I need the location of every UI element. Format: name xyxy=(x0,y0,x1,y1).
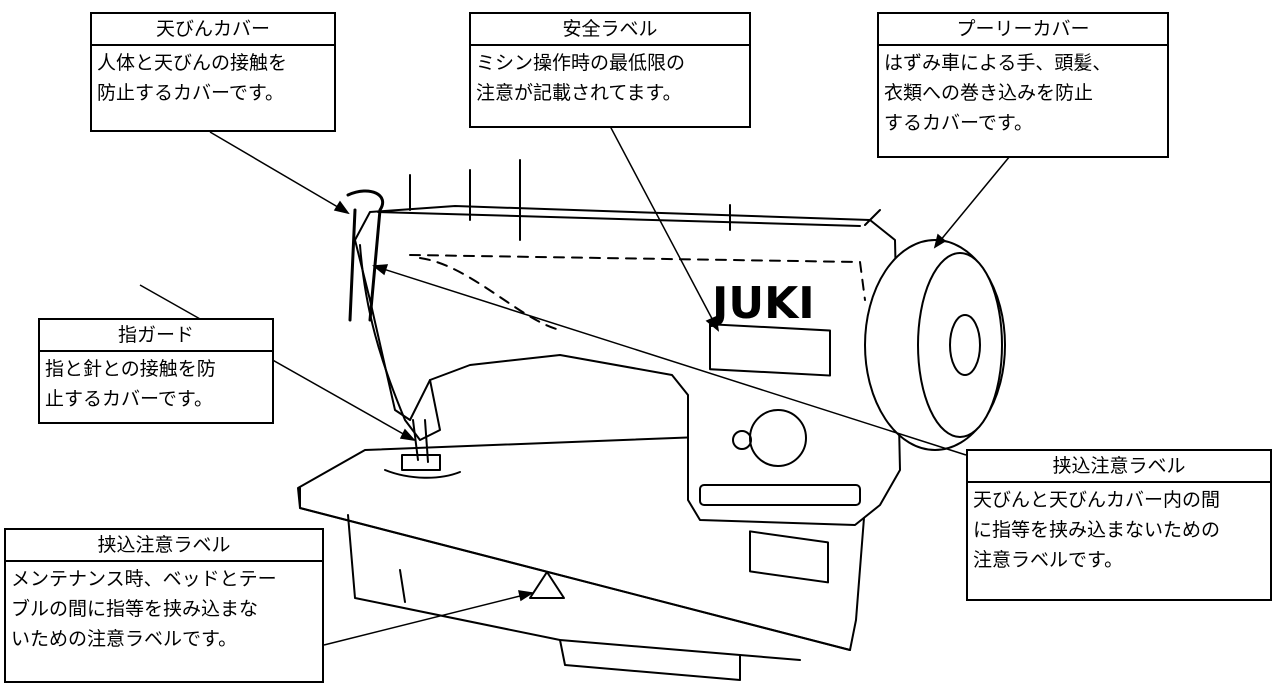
bed-warning-triangle xyxy=(529,571,565,599)
callout-title: 安全ラベル xyxy=(471,14,749,46)
callout-line: 防止するカバーです。 xyxy=(97,82,284,104)
throat-plate xyxy=(384,469,461,479)
brand-logo: JUKI xyxy=(709,278,815,329)
leader-takeup-cover xyxy=(209,131,349,214)
callout-body: 天びんと天びんカバー内の間 に指等を挟み込まないための 注意ラベルです。 xyxy=(968,483,1270,575)
feed-button xyxy=(732,430,752,450)
callout-line: 止するカバーです。 xyxy=(45,388,213,410)
callout-line: ミシン操作時の最低限の xyxy=(476,52,686,74)
callout-finger-guard: 指ガード 指と針との接触を防 止するカバーです。 xyxy=(38,318,274,424)
callout-line: に指等を挟み込まないための xyxy=(973,519,1221,541)
head-face-plate xyxy=(359,244,441,441)
arrowhead-takeup-cover xyxy=(333,200,350,215)
callout-safety-label: 安全ラベル ミシン操作時の最低限の 注意が記載されてます。 xyxy=(469,12,751,128)
callout-line: するカバーです。 xyxy=(884,112,1033,134)
arrowhead-safety-label xyxy=(705,315,720,332)
callout-body: ミシン操作時の最低限の 注意が記載されてます。 xyxy=(471,46,749,108)
callout-line: 注意ラベルです。 xyxy=(973,549,1124,571)
callout-thread-takeup-cover: 天びんカバー 人体と天びんの接触を 防止するカバーです。 xyxy=(90,12,336,132)
callout-body: 人体と天びんの接触を 防止するカバーです。 xyxy=(92,46,334,108)
arrowhead-finger-guard xyxy=(399,428,416,442)
name-plate xyxy=(749,530,829,584)
takeup-cover xyxy=(346,189,385,322)
leader-pinch-takeup xyxy=(373,265,967,456)
stitch-dial xyxy=(749,409,807,467)
arrowhead-pinch-bed xyxy=(518,590,535,602)
callout-pinch-label-takeup: 挟込注意ラベル 天びんと天びんカバー内の間 に指等を挟み込まないための 注意ラベ… xyxy=(966,449,1272,601)
arm-top-line xyxy=(377,211,861,227)
presser-foot xyxy=(401,454,441,471)
callout-line: 衣類への巻き込みを防止 xyxy=(884,82,1094,104)
callout-body: 指と針との接触を防 止するカバーです。 xyxy=(40,352,272,414)
callout-line: 注意が記載されてます。 xyxy=(476,82,682,104)
callout-title: 指ガード xyxy=(40,320,272,352)
leader-finger-guard xyxy=(139,284,415,441)
handwheel-hub xyxy=(949,314,981,376)
handwheel xyxy=(917,252,1003,438)
callout-line: はずみ車による手、頭髪、 xyxy=(884,52,1112,74)
oil-pan xyxy=(399,569,741,681)
arm-dashed-panel xyxy=(409,254,866,331)
callout-line: いための注意ラベルです。 xyxy=(11,628,238,650)
safety-label-plate xyxy=(709,323,831,377)
callout-line: ブルの間に指等を挟み込まな xyxy=(11,598,259,620)
arrowhead-pulley-cover xyxy=(933,233,947,249)
leader-pulley-cover xyxy=(934,155,1011,248)
callout-title: 挟込注意ラベル xyxy=(968,451,1270,483)
callout-pinch-label-bed: 挟込注意ラベル メンテナンス時、ベッドとテー ブルの間に指等を挟み込まな いため… xyxy=(4,528,324,683)
callout-line: 人体と天びんの接触を xyxy=(97,52,288,74)
callout-body: はずみ車による手、頭髪、 衣類への巻き込みを防止 するカバーです。 xyxy=(879,46,1167,138)
arrowhead-pinch-takeup xyxy=(372,264,389,276)
callout-line: 天びんと天びんカバー内の間 xyxy=(973,489,1221,511)
callout-body: メンテナンス時、ベッドとテー ブルの間に指等を挟み込まな いための注意ラベルです… xyxy=(6,562,322,654)
callout-pulley-cover: プーリーカバー はずみ車による手、頭髪、 衣類への巻き込みを防止 するカバーです… xyxy=(877,12,1169,158)
leader-safety-label xyxy=(609,125,719,331)
callout-title: プーリーカバー xyxy=(879,14,1167,46)
callout-title: 挟込注意ラベル xyxy=(6,530,322,562)
callout-line: メンテナンス時、ベッドとテー xyxy=(11,568,277,590)
table-front-edge xyxy=(299,487,851,651)
leader-pinch-bed xyxy=(323,592,533,646)
reverse-lever xyxy=(699,484,861,506)
callout-title: 天びんカバー xyxy=(92,14,334,46)
callout-line: 指と針との接触を防 xyxy=(45,358,216,380)
